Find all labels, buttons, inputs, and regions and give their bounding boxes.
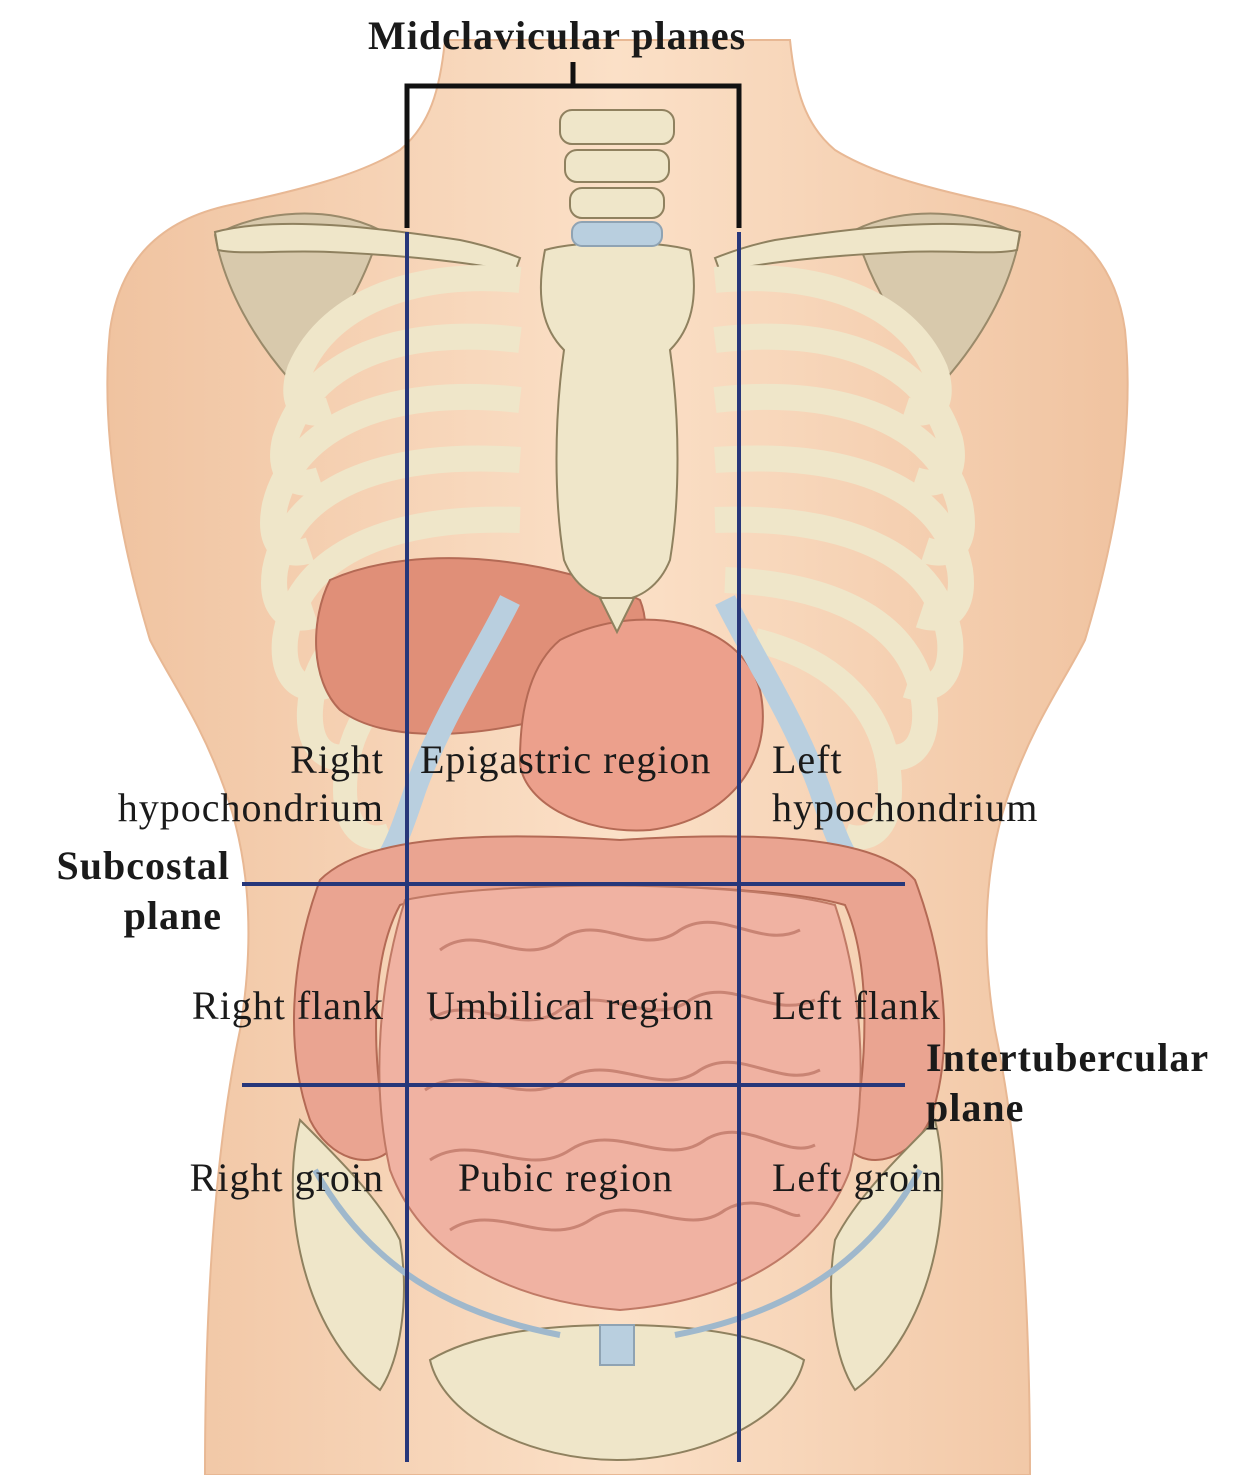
- subcostal-plane-label-line2: plane: [20, 894, 222, 938]
- left-flank-label: Left flank: [772, 984, 941, 1028]
- left-hypochondrium-label-line1: Left: [772, 738, 843, 782]
- symphysis-cartilage: [600, 1325, 634, 1365]
- epigastric-region-label: Epigastric region: [420, 738, 711, 782]
- right-flank-label: Right flank: [140, 984, 384, 1028]
- pubic-region-label: Pubic region: [458, 1156, 673, 1200]
- small-intestine: [379, 886, 860, 1310]
- subcostal-plane-label-line1: Subcostal: [20, 844, 230, 888]
- intertubercular-plane-label-line2: plane: [926, 1086, 1024, 1130]
- cervical-vertebrae: [560, 110, 674, 246]
- midclavicular-planes-title: Midclavicular planes: [368, 14, 746, 58]
- left-groin-label: Left groin: [772, 1156, 943, 1200]
- umbilical-region-label: Umbilical region: [426, 984, 714, 1028]
- right-hypochondrium-label-line2: hypochondrium: [80, 786, 384, 830]
- intertubercular-plane-label-line1: Intertubercular: [926, 1036, 1209, 1080]
- sternum: [541, 243, 694, 601]
- right-hypochondrium-label-line1: Right: [80, 738, 384, 782]
- right-groin-label: Right groin: [140, 1156, 384, 1200]
- stomach: [520, 620, 763, 831]
- left-hypochondrium-label-line2: hypochondrium: [772, 786, 1038, 830]
